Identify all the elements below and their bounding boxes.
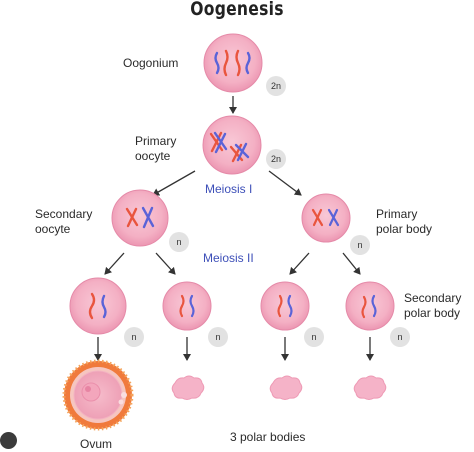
label-secondary-oocyte: Secondary oocyte — [35, 207, 93, 236]
label-meiosis-1: Meiosis I — [205, 182, 253, 196]
secondary-polar-body-3-cell-icon — [345, 281, 395, 331]
label-polar-bodies: 3 polar bodies — [230, 430, 306, 444]
ovum-cell-icon — [62, 359, 134, 431]
primary-oocyte-cell-icon — [202, 115, 262, 175]
diagram-title: Oogenesis — [190, 0, 284, 20]
arrow-icon — [152, 170, 196, 196]
ploidy-badge-haploid-cell-3: n — [304, 327, 324, 347]
label-ovum: Ovum — [80, 437, 113, 451]
ploidy-badge-haploid-cell-1: n — [124, 327, 144, 347]
arrows — [94, 96, 374, 361]
ploidy-badge-primary-polar-body: n — [350, 235, 370, 255]
haploid-ovum-precursor-cell-icon — [69, 277, 127, 335]
arrow-icon — [104, 252, 125, 275]
polar-body-icon — [269, 375, 303, 400]
label-primary-polar-body: Primary polar body — [376, 207, 433, 236]
secondary-polar-body-2-cell-icon — [260, 281, 310, 331]
ploidy-badge-oogonium: 2n — [266, 76, 286, 96]
arrow-icon — [268, 170, 302, 196]
ploidy-badge-haploid-cell-4: n — [390, 327, 410, 347]
oogonium-cell-icon — [203, 33, 263, 93]
ploidy-badge-haploid-cell-2: n — [208, 327, 228, 347]
ploidy-badge-primary-oocyte: 2n — [266, 149, 286, 169]
label-oogonium: Oogonium — [123, 56, 179, 70]
arrow-icon — [342, 252, 361, 275]
app-badge-icon[interactable] — [0, 432, 17, 449]
ploidy-badge-secondary-oocyte: n — [169, 232, 189, 252]
arrow-icon — [289, 252, 310, 275]
primary-polar-body-cell-icon — [301, 193, 351, 243]
label-secondary-polar-body: Secondary polar body — [404, 291, 462, 320]
polar-body-icon — [171, 375, 205, 400]
degenerating-polar-bodies — [171, 375, 387, 400]
secondary-polar-body-1-cell-icon — [162, 281, 212, 331]
label-meiosis-2: Meiosis II — [203, 251, 254, 265]
polar-body-icon — [353, 375, 387, 400]
secondary-oocyte-cell-icon — [111, 189, 169, 247]
label-primary-oocyte: Primary oocyte — [135, 134, 177, 163]
arrow-icon — [155, 252, 176, 275]
